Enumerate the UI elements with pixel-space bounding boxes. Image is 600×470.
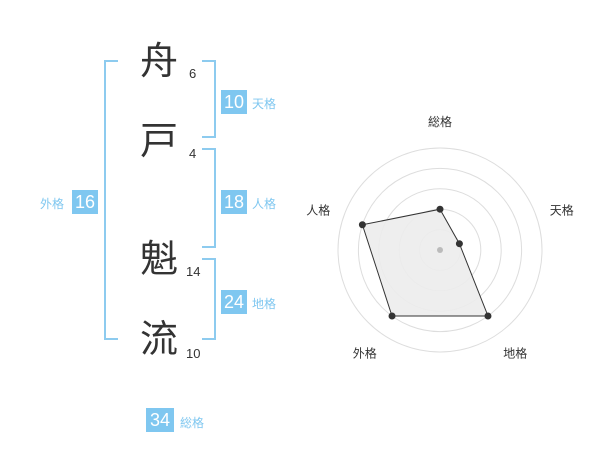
gaikaku-bracket xyxy=(104,60,118,340)
radar-point-1 xyxy=(436,205,444,213)
chikaku-label: 地格 xyxy=(252,297,277,311)
jinkaku-label: 人格 xyxy=(252,197,277,211)
radar-point-3 xyxy=(484,312,492,320)
radar-point-5 xyxy=(358,221,366,229)
soukaku-value: 34 xyxy=(146,408,174,432)
radar-point-2 xyxy=(455,240,463,248)
gaikaku-value: 16 xyxy=(72,190,98,214)
name-char-1: 舟 xyxy=(140,39,179,83)
radar-center-dot xyxy=(437,247,443,253)
tenkaku-value: 10 xyxy=(221,90,247,114)
chikaku-value: 24 xyxy=(221,290,247,314)
gaikaku-label: 外格 xyxy=(40,197,65,211)
soukaku-label: 総格 xyxy=(180,416,205,430)
name-char-3: 魁 xyxy=(140,237,179,281)
chikaku-bracket xyxy=(202,258,216,340)
radar-axis-label-2: 天格 xyxy=(550,202,574,217)
radar-area xyxy=(361,208,489,317)
name-char-2: 戸 xyxy=(140,119,179,163)
stroke-count-2: 4 xyxy=(189,146,197,161)
radar-point-4 xyxy=(388,312,396,320)
jinkaku-value: 18 xyxy=(221,190,247,214)
stroke-count-1: 6 xyxy=(189,66,197,81)
radar-ring-5 xyxy=(337,147,543,353)
radar-axis-label-1: 総格 xyxy=(428,114,452,129)
radar-axis-label-3: 地格 xyxy=(503,346,527,361)
jinkaku-bracket xyxy=(202,148,216,248)
name-char-4: 流 xyxy=(140,317,179,361)
radar-axis-label-4: 外格 xyxy=(353,346,377,361)
stroke-count-4: 10 xyxy=(186,346,201,361)
stroke-count-3: 14 xyxy=(186,264,201,279)
tenkaku-label: 天格 xyxy=(252,97,277,111)
tenkaku-bracket xyxy=(202,60,216,138)
radar-axis-label-5: 人格 xyxy=(306,202,330,217)
radar-ring-4 xyxy=(357,167,523,333)
